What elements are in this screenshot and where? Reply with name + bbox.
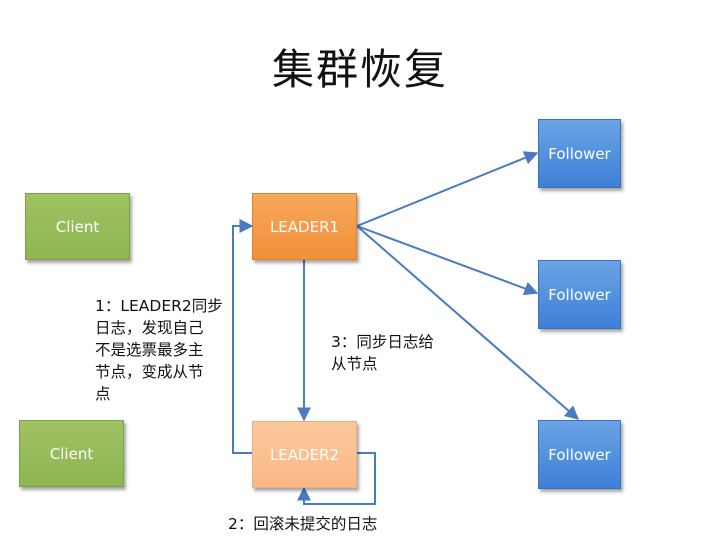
leader1-node: LEADER1: [252, 193, 357, 260]
follower-node-3-label: Follower: [548, 445, 611, 464]
arrow-leader2-leader1: [232, 219, 254, 454]
follower-node-2-label: Follower: [548, 285, 611, 304]
step3-note-line: 3：同步日志给: [331, 333, 434, 351]
step1-note-line: 节点，变成从节: [95, 363, 204, 381]
arrow-leader2-self-loop: [297, 452, 376, 505]
page-title: 集群恢复: [271, 45, 448, 94]
follower-node-1: Follower: [538, 119, 621, 188]
follower-node-2: Follower: [538, 260, 621, 329]
leader1-node-label: LEADER1: [269, 217, 340, 236]
arrow-leader1-follower1: [356, 151, 539, 227]
arrow-leader1-follower3: [356, 225, 580, 420]
step2-note: 2：回滚未提交的日志: [228, 515, 378, 533]
client-node-1: Client: [25, 193, 130, 260]
client-node-2-label: Client: [49, 444, 94, 463]
follower-node-1-label: Follower: [548, 144, 611, 163]
step1-note: 1：LEADER2同步 日志，发现自己 不是选票最多主 节点，变成从节 点: [95, 295, 223, 405]
step1-note-line: 日志，发现自己: [95, 319, 204, 337]
client-node-1-label: Client: [55, 217, 100, 236]
follower-node-3: Follower: [538, 420, 621, 489]
leader2-node: LEADER2: [252, 421, 357, 488]
step3-note: 3：同步日志给 从节点: [331, 331, 434, 375]
step1-note-line: 不是选票最多主: [95, 341, 204, 359]
arrow-leader1-follower2: [356, 225, 539, 296]
step1-note-line: 1：LEADER2同步: [95, 297, 223, 315]
step1-note-line: 点: [95, 385, 111, 403]
client-node-2: Client: [19, 420, 124, 487]
leader2-node-label: LEADER2: [269, 445, 340, 464]
step3-note-line: 从节点: [331, 355, 378, 373]
